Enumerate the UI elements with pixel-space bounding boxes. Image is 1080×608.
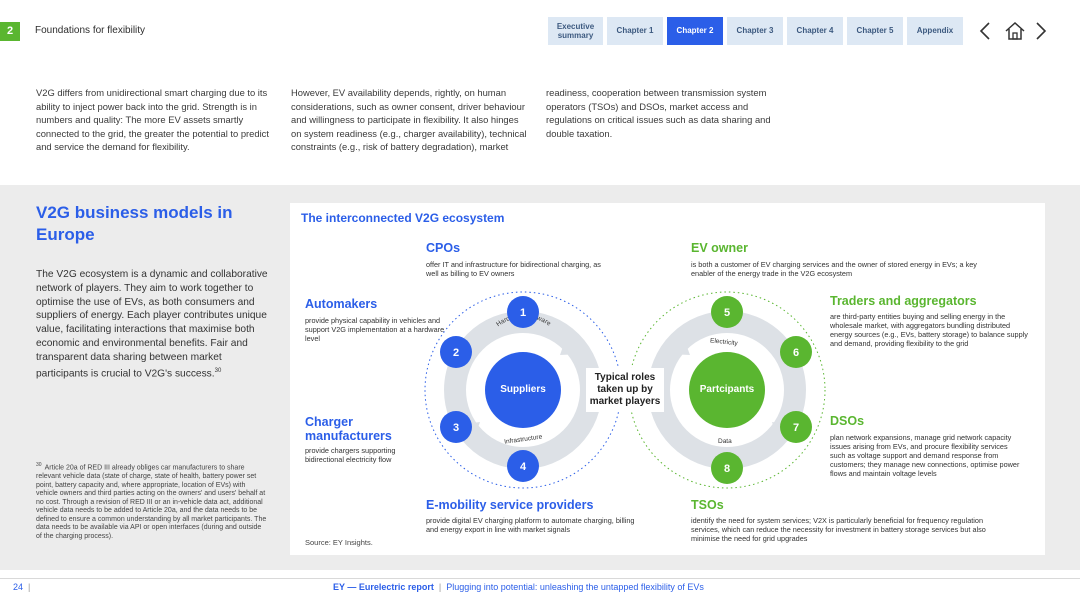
svg-text:3: 3 [453,422,459,434]
diagram-title: The interconnected V2G ecosystem [301,211,505,225]
svg-text:7: 7 [793,422,799,434]
role-title-emsp: E-mobility service providers [426,498,594,512]
home-icon[interactable] [1004,20,1026,42]
role-title-charger-manufacturers: Charger manufacturers [305,415,392,443]
node-7: 7 [780,411,812,443]
page-header: 2 Foundations for flexibility Executive … [0,0,1080,62]
chevron-left-icon[interactable] [978,20,996,42]
node-1: 1 [507,296,539,328]
nav-icons [978,20,1052,42]
suppliers-label: Suppliers [500,384,546,395]
intro-column-3: readiness, cooperation between transmiss… [546,87,771,139]
participants-circle [689,352,765,428]
chevron-right-icon[interactable] [1034,20,1052,42]
role-desc-automakers: provide physical capability in vehicles … [305,316,445,343]
ring-label-electricity: Electricity [710,337,739,347]
role-desc-emsp: provide digital EV charging platform to … [426,516,635,534]
svg-text:1: 1 [520,307,526,319]
role-desc-charger-manufacturers: provide chargers supporting bidirectiona… [305,446,396,464]
ring-arrow [668,336,690,355]
svg-text:5: 5 [724,307,730,319]
svg-text:6: 6 [793,347,799,359]
node-4: 4 [507,450,539,482]
suppliers-circle [485,352,561,428]
page-number: 24 | [13,582,31,592]
chapter-title: Foundations for flexibility [35,25,146,36]
section-title: V2G business models in Europe [36,203,233,244]
tab-chapter-2[interactable]: Chapter 2 [667,17,723,45]
node-3: 3 [440,411,472,443]
footer-divider [0,578,1080,579]
tab-executive-summary[interactable]: Executive summary [548,17,603,45]
footer-doc-title: Plugging into potential: unleashing the … [446,582,704,592]
source-note: Source: EY Insights. [305,538,373,547]
role-desc-ev-owner: is both a customer of EV charging servic… [691,260,977,278]
chapter-number-badge: 2 [0,22,20,41]
role-desc-traders-aggregators: are third-party entities buying and sell… [830,312,1028,348]
role-title-tsos: TSOs [691,498,724,512]
chapter-nav: Executive summary Chapter 1 Chapter 2 Ch… [548,17,963,45]
ring-label-infrastructure: Infrastructure [504,433,543,445]
role-title-dsos: DSOs [830,414,865,428]
ring-label-data: Data [718,438,732,445]
intro-column-2: However, EV availability depends, rightl… [291,87,527,153]
svg-text:4: 4 [520,461,527,473]
tab-chapter-3[interactable]: Chapter 3 [727,17,783,45]
role-title-traders-aggregators: Traders and aggregators [830,294,977,308]
role-title-automakers: Automakers [305,297,378,311]
tab-appendix[interactable]: Appendix [907,17,963,45]
node-8: 8 [711,452,743,484]
role-title-ev-owner: EV owner [691,241,748,255]
participants-label: Partcipants [699,384,755,395]
footer-title: EY — Eurelectric report | Plugging into … [333,582,704,592]
node-5: 5 [711,296,743,328]
tab-chapter-1[interactable]: Chapter 1 [607,17,663,45]
section-body: The V2G ecosystem is a dynamic and colla… [36,269,268,379]
tab-chapter-4[interactable]: Chapter 4 [787,17,843,45]
ring-arrow [560,335,582,355]
svg-text:2: 2 [453,347,459,359]
node-2: 2 [440,336,472,368]
role-title-cpos: CPOs [426,241,461,255]
role-desc-tsos: identify the need for system services; V… [691,516,986,543]
center-label: Typical roles taken up by market players [589,372,661,407]
role-desc-dsos: plan network expansions, manage grid net… [830,433,1020,478]
role-desc-cpos: offer IT and infrastructure for bidirect… [426,260,601,278]
intro-column-1: V2G differs from unidirectional smart ch… [36,87,269,153]
svg-text:8: 8 [724,463,730,475]
node-6: 6 [780,336,812,368]
footnote-ref[interactable]: 30 [214,367,222,374]
footer-brand: EY — Eurelectric report [333,582,434,592]
tab-chapter-5[interactable]: Chapter 5 [847,17,903,45]
